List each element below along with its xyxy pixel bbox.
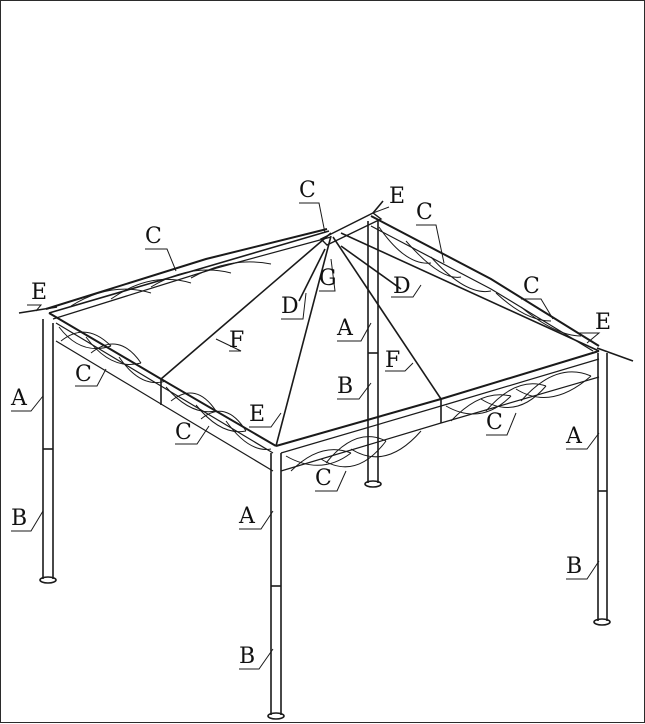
label-a-right: A — [565, 424, 583, 449]
label-c-back-left: C — [145, 224, 162, 249]
label-c-right-eave: C — [523, 274, 540, 299]
label-c-front-right: C — [315, 466, 332, 491]
label-e-right: E — [595, 310, 611, 335]
label-f-left: F — [229, 328, 244, 353]
label-f-right: F — [385, 348, 400, 373]
label-e-peak: E — [389, 184, 405, 209]
roof-frame — [18, 200, 634, 472]
label-c-back-right: C — [416, 200, 433, 225]
label-c-peak: C — [299, 178, 316, 203]
label-b-right: B — [566, 554, 582, 579]
label-g: G — [319, 266, 337, 291]
label-e-left: E — [31, 280, 47, 305]
label-b-left: B — [11, 506, 27, 531]
label-a-back: A — [336, 316, 354, 341]
label-c-front-right-far: C — [486, 410, 503, 435]
label-a-front: A — [238, 504, 256, 529]
label-c-front-left: C — [75, 362, 92, 387]
label-b-back: B — [337, 374, 353, 399]
label-c-front-left-lower: C — [175, 420, 192, 445]
label-b-front: B — [239, 644, 255, 669]
posts — [39, 221, 611, 720]
label-e-front: E — [249, 402, 265, 427]
label-a-left: A — [10, 386, 28, 411]
label-d-left: D — [281, 294, 299, 319]
leader-lines — [11, 202, 601, 670]
part-labels: C E C C C E E D D G A F F B A C C E C C … — [10, 178, 611, 669]
label-d-right: D — [393, 274, 411, 299]
